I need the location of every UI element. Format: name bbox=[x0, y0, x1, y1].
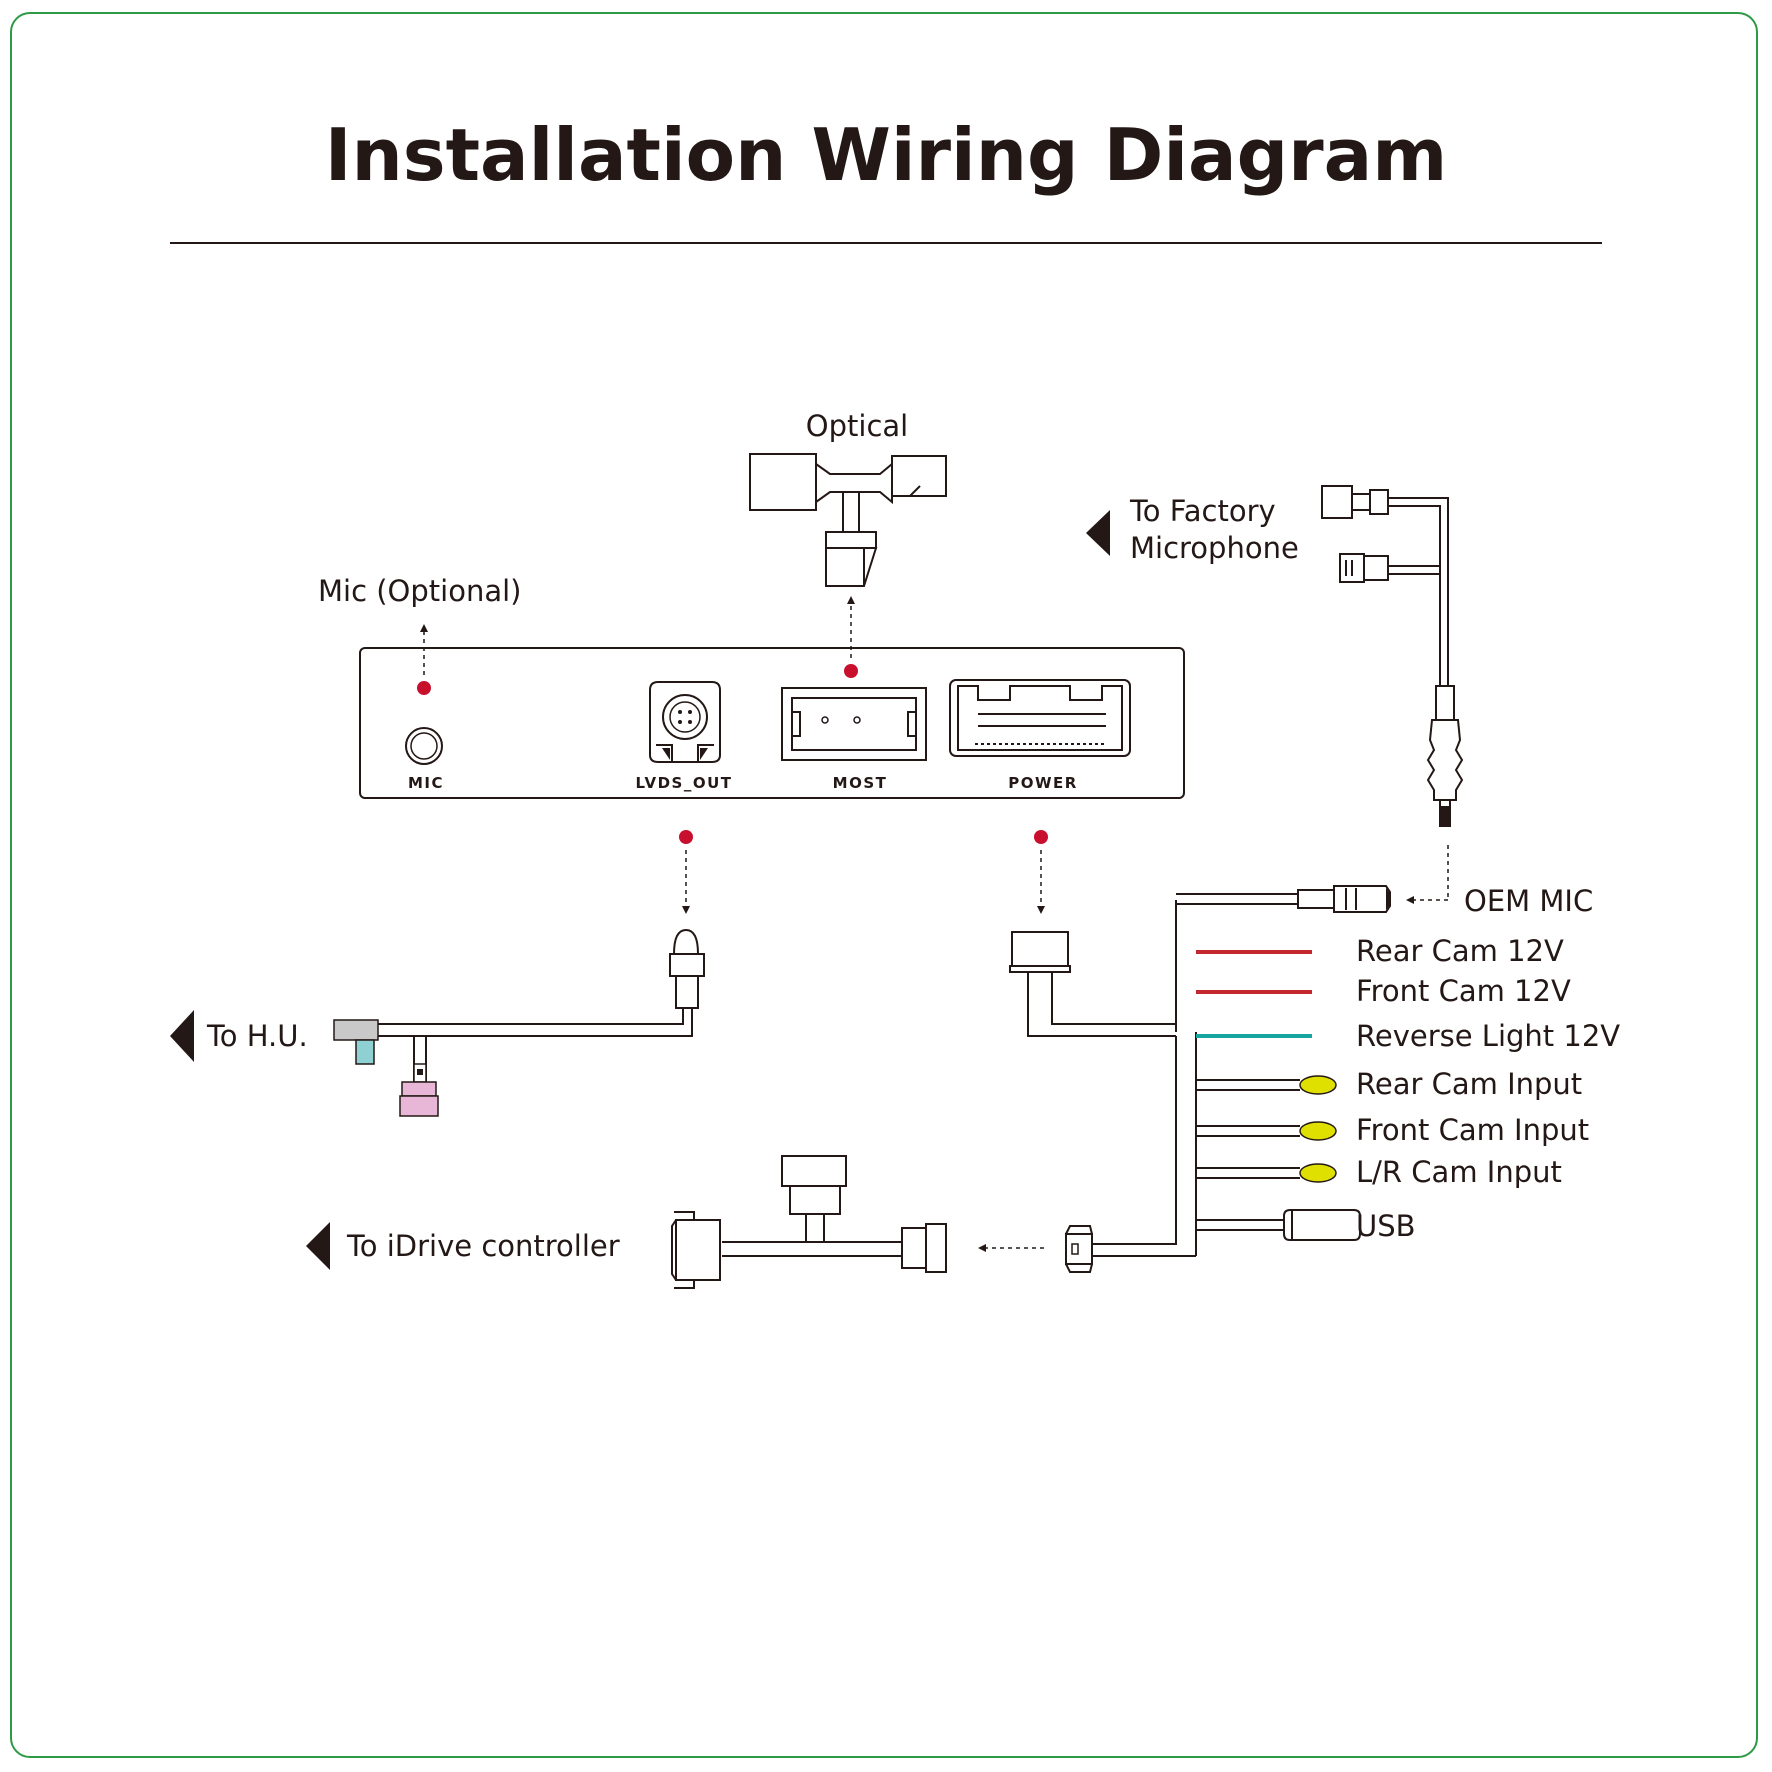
arrow-left-icon bbox=[170, 1010, 194, 1062]
label-microphone: Microphone bbox=[1130, 531, 1299, 565]
power-harness bbox=[1009, 885, 1391, 1273]
port-label-most: MOST bbox=[833, 774, 888, 792]
marker-dot bbox=[1034, 830, 1048, 844]
port-label-power: POWER bbox=[1008, 774, 1078, 792]
marker-dot bbox=[679, 830, 693, 844]
arrow-left-icon bbox=[306, 1222, 330, 1270]
power-connector bbox=[949, 679, 1131, 757]
label-wire: Rear Cam Input bbox=[1356, 1067, 1582, 1101]
port-label-lvds-out: LVDS_OUT bbox=[635, 774, 732, 792]
page-title: Installation Wiring Diagram bbox=[325, 113, 1448, 197]
label-oem-mic: OEM MIC bbox=[1464, 884, 1593, 918]
most-connector bbox=[781, 687, 927, 761]
factory-mic-cable bbox=[1321, 485, 1464, 827]
label-wire: Front Cam 12V bbox=[1356, 974, 1571, 1008]
marker-dot bbox=[417, 681, 431, 695]
rca-rear-cam-input bbox=[1299, 1075, 1337, 1095]
rca-front-cam-input bbox=[1299, 1121, 1337, 1141]
lvds-out-connector bbox=[649, 681, 721, 763]
page-frame bbox=[10, 12, 1758, 1758]
label-wire: L/R Cam Input bbox=[1356, 1155, 1562, 1189]
label-wire: Front Cam Input bbox=[1356, 1113, 1589, 1147]
idrive-cable bbox=[671, 1155, 947, 1289]
arrow-left-icon bbox=[1086, 510, 1110, 556]
rca-lr-cam-input bbox=[1299, 1163, 1337, 1183]
connection-markers bbox=[417, 596, 1449, 1252]
label-mic-optional: Mic (Optional) bbox=[318, 574, 521, 608]
optical-connector bbox=[749, 453, 947, 587]
marker-dot bbox=[844, 664, 858, 678]
label-to-factory: To Factory bbox=[1129, 494, 1276, 528]
label-optical: Optical bbox=[806, 409, 908, 443]
port-label-mic: MIC bbox=[408, 774, 444, 792]
hu-cable bbox=[333, 928, 705, 1117]
label-to-idrive: To iDrive controller bbox=[346, 1229, 620, 1263]
usb-connector bbox=[1291, 1209, 1361, 1241]
label-wire: Reverse Light 12V bbox=[1356, 1019, 1620, 1053]
main-unit: MIC LVDS_OUT MOST POWER bbox=[359, 647, 1185, 799]
label-to-hu: To H.U. bbox=[206, 1019, 308, 1053]
label-wire: Rear Cam 12V bbox=[1356, 934, 1564, 968]
label-wire: USB bbox=[1356, 1209, 1416, 1243]
